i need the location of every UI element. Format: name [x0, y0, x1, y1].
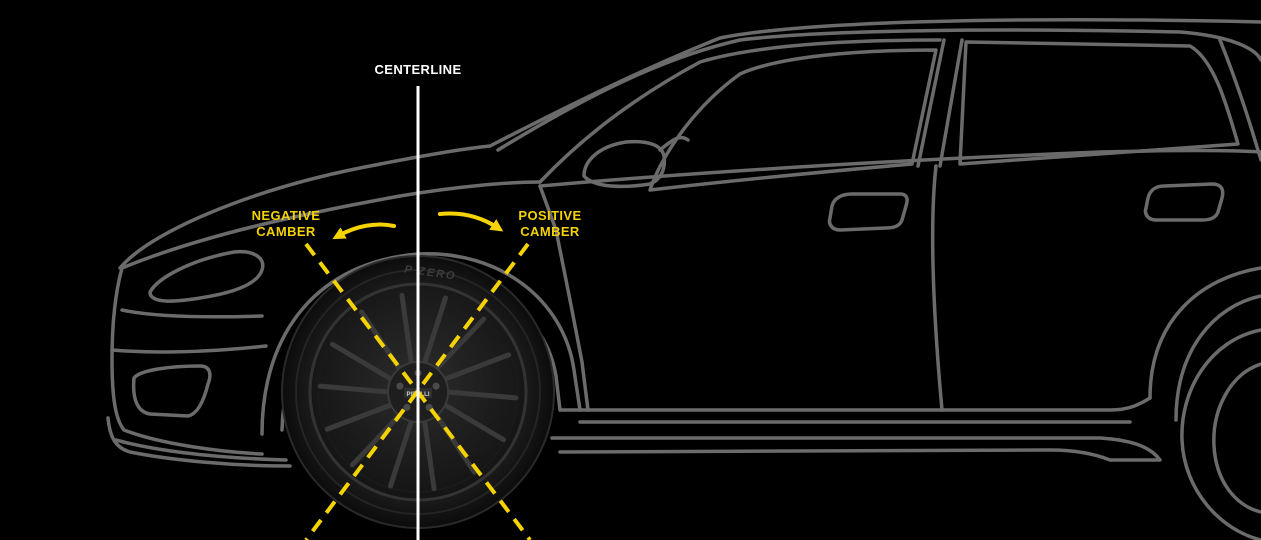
rim-spoke — [434, 412, 477, 475]
splitter-lower — [114, 438, 288, 462]
rear-wheel-arch — [1148, 266, 1261, 400]
car-roof-inner-line — [496, 28, 1261, 152]
rim-spoke — [329, 341, 394, 382]
centerline-label-text: CENTERLINE — [374, 62, 462, 77]
rim-spoke — [317, 383, 391, 395]
negative-camber-label-line-2: CAMBER — [256, 224, 316, 239]
rim-spoke — [445, 389, 519, 401]
fog-light — [131, 364, 212, 418]
front-splitter — [106, 416, 292, 468]
rocker-panel-top — [558, 396, 1152, 412]
rim-spoke — [422, 418, 437, 492]
rim-spokes — [317, 292, 519, 492]
c-pillar — [1218, 38, 1261, 162]
b-pillar — [916, 38, 946, 168]
rim-spoke — [324, 402, 394, 432]
positive-camber-label: POSITIVE CAMBER — [500, 208, 600, 240]
lug-nut — [396, 382, 404, 390]
positive-camber-label-line-2: CAMBER — [520, 224, 580, 239]
front-door-edge — [538, 184, 590, 412]
lug-nut — [432, 382, 440, 390]
rear-tire-inner — [1212, 362, 1261, 514]
negative-camber-arrow-icon — [332, 222, 396, 240]
headlight — [148, 249, 265, 303]
rear-door-handle — [1143, 182, 1225, 222]
rocker-panel-bottom — [550, 436, 1162, 462]
b-pillar-inner — [938, 38, 964, 168]
windshield-line — [538, 38, 942, 184]
rear-window-frame — [958, 40, 1240, 166]
rear-wheel-arch-inner — [1174, 294, 1261, 422]
mirror-stem — [658, 135, 690, 152]
side-mirror — [582, 139, 667, 189]
rim-spoke — [434, 316, 487, 372]
door-split-line — [930, 164, 944, 412]
rim-spoke — [349, 412, 402, 468]
rim-spoke — [442, 402, 507, 443]
rim-spoke — [422, 295, 448, 366]
centerline-label: CENTERLINE — [358, 62, 478, 78]
bumper-upper-edge — [120, 308, 264, 319]
hood-crease-line — [120, 180, 542, 270]
positive-camber-label-line-1: POSITIVE — [518, 208, 582, 223]
front-bumper — [110, 266, 264, 456]
bumper-lower-edge — [110, 344, 268, 354]
rim-spoke — [388, 418, 414, 489]
positive-camber-arrow-icon — [438, 211, 504, 232]
negative-camber-label: NEGATIVE CAMBER — [238, 208, 334, 240]
front-window-frame — [648, 48, 938, 192]
negative-camber-label-line-1: NEGATIVE — [251, 208, 321, 223]
rim-spoke — [399, 292, 414, 366]
car-body-top-line — [118, 17, 1261, 270]
belt-line — [538, 148, 1261, 188]
rim-spoke — [442, 352, 512, 382]
front-door-handle — [827, 192, 909, 232]
lug-nut — [403, 403, 411, 411]
car-outline — [106, 17, 1261, 540]
rear-tire-outline — [1180, 328, 1261, 540]
